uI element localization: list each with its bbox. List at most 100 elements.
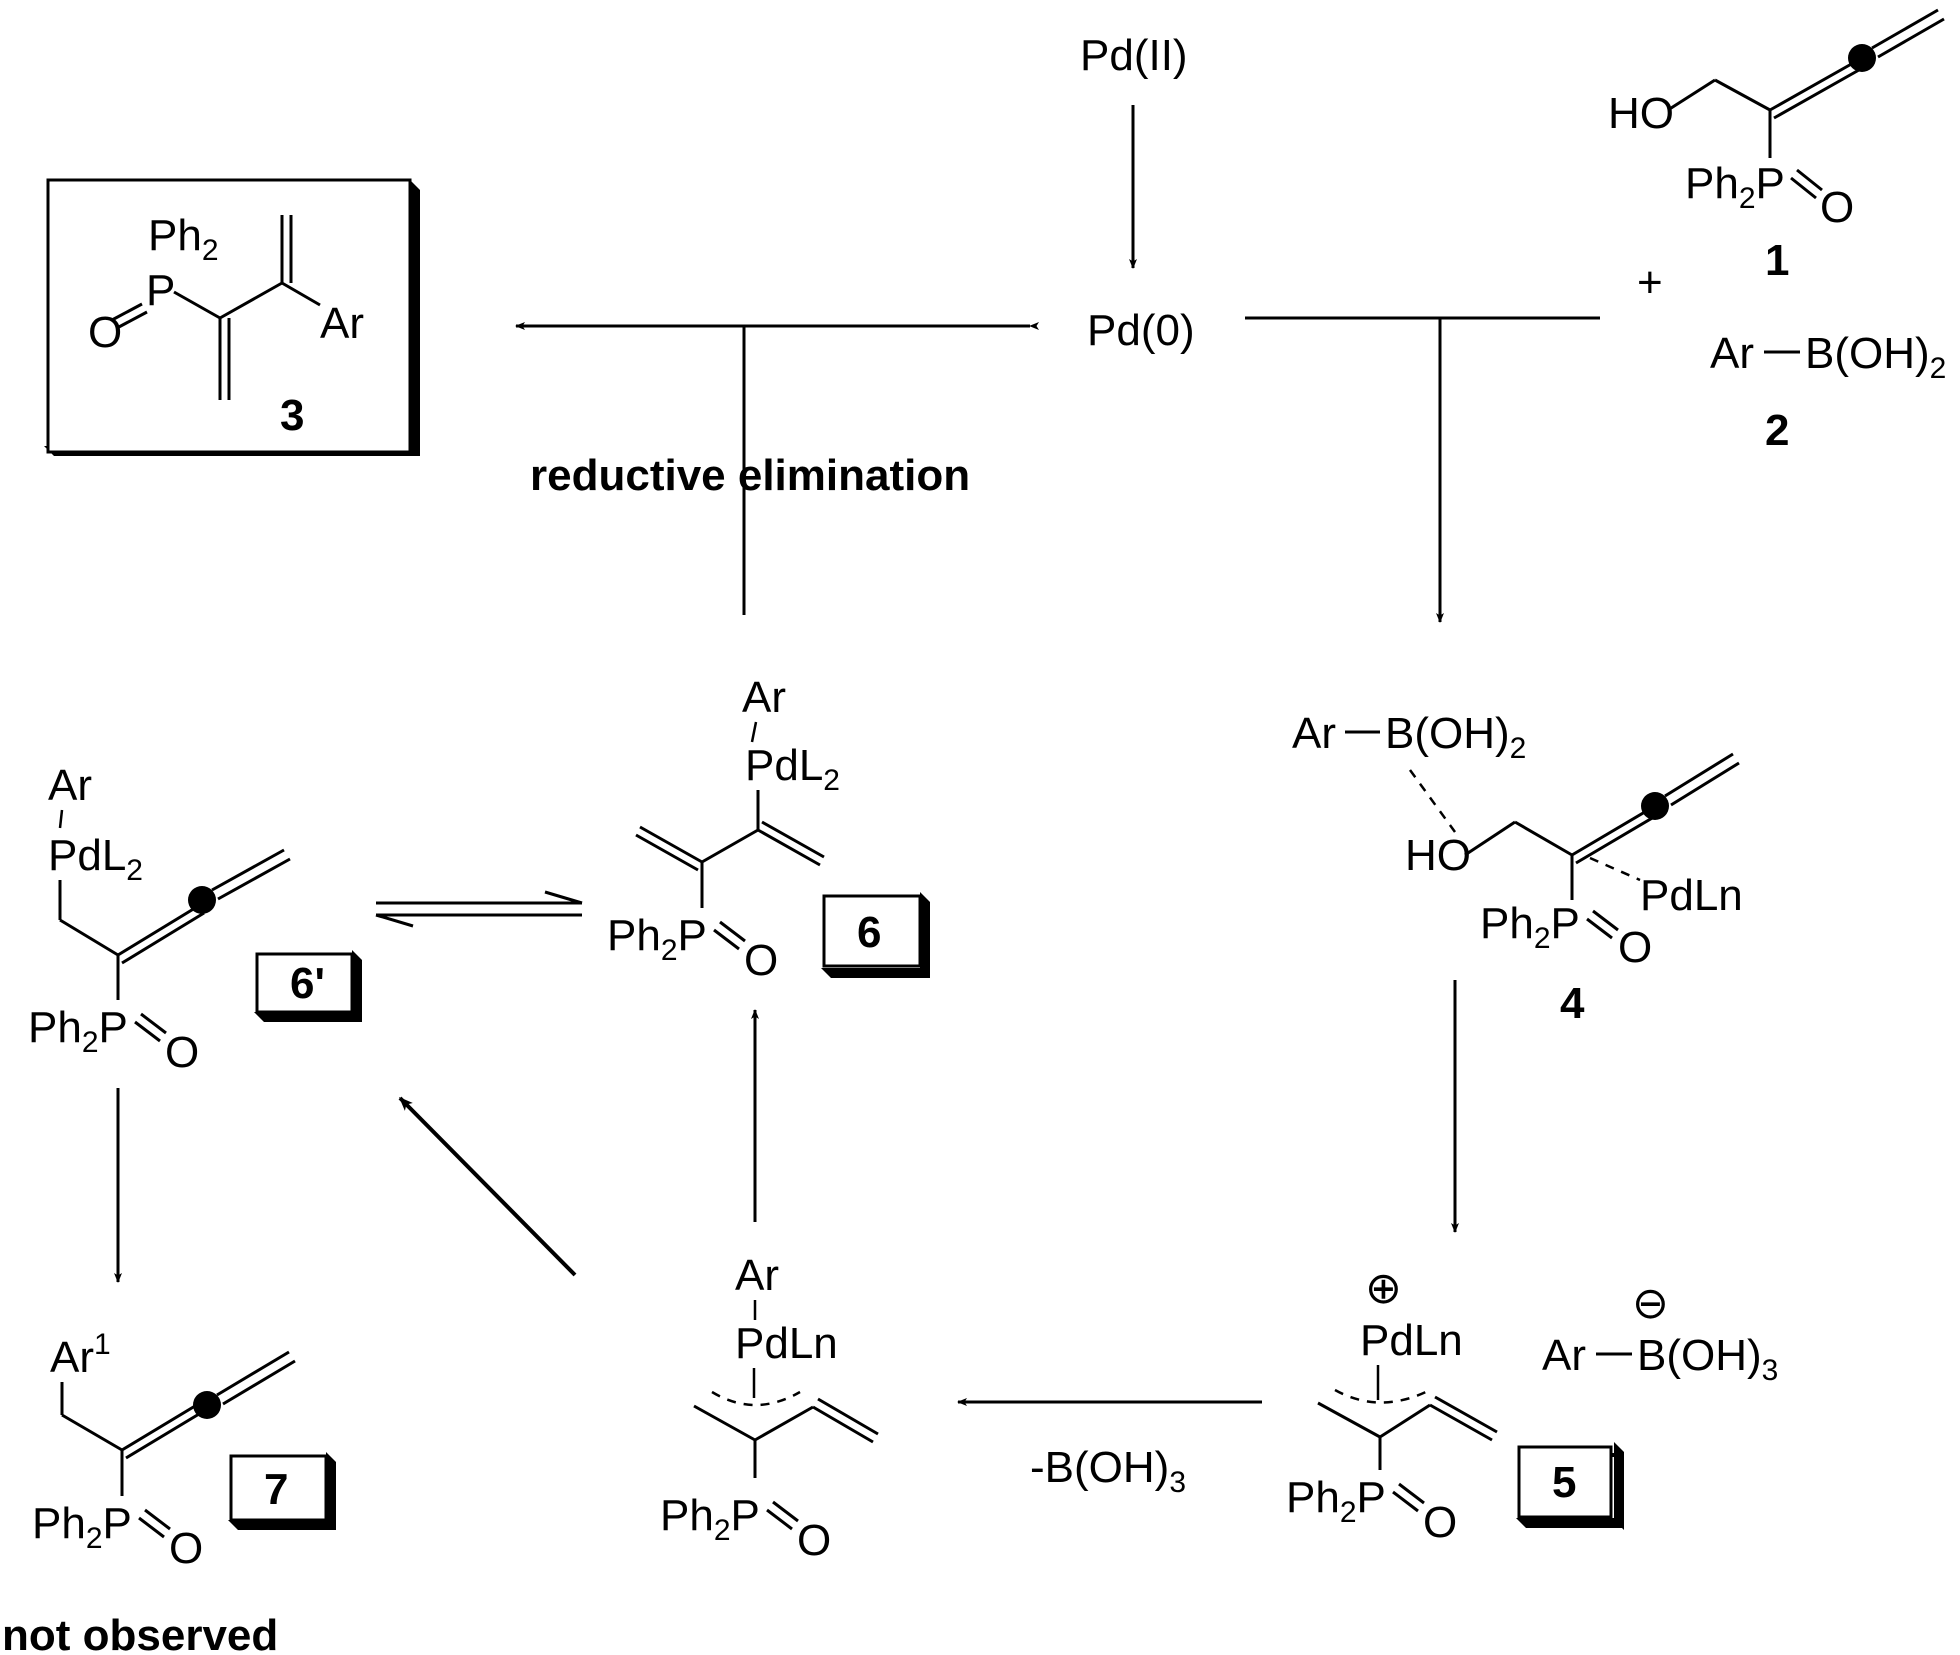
reductive-elimination-label: reductive elimination — [530, 451, 970, 500]
hydroxyl-label: HO — [1608, 89, 1674, 138]
aryl-label: Ar — [735, 1251, 779, 1300]
oxygen-label: O — [165, 1028, 199, 1077]
product-3: Ph2 P O Ar 3 — [44, 178, 420, 456]
phosphorus-label: P — [678, 911, 707, 960]
phenyl-subscript: 2 — [82, 1026, 99, 1059]
aryl-label: Ar — [1292, 709, 1336, 758]
allene-carbon-dot — [193, 1391, 221, 1419]
aryl-label: Ar — [50, 1333, 94, 1382]
compound-7: Ar1 Ph2P O 7 not observed — [2, 1328, 336, 1655]
svg-text:PdL2: PdL2 — [48, 831, 143, 887]
palladium-subscript: 2 — [823, 764, 840, 797]
pd-coordination-bond — [1589, 856, 1641, 882]
svg-text:-B(OH)3: -B(OH)3 — [1030, 1443, 1186, 1499]
boronic-subscript: 2 — [1510, 732, 1527, 765]
reactant-2: Ar B(OH)2 2 — [1710, 329, 1946, 455]
aryl-label: Ar — [48, 761, 92, 810]
oxygen-label: O — [797, 1516, 831, 1565]
label-box-5 — [1517, 1445, 1613, 1519]
svg-text:Ph2P: Ph2P — [1480, 899, 1580, 955]
complex-6: Ar PdL2 Ph2P O 6 — [607, 673, 930, 985]
compound-6-prime-label: 6' — [290, 959, 325, 1008]
aryl-label: Ar — [1542, 1331, 1586, 1380]
phenyl-label: Ph — [660, 1491, 714, 1540]
oxygen-label: O — [1820, 183, 1854, 232]
phosphorus-label: P — [1357, 1473, 1386, 1522]
phosphorus-label: P — [1756, 159, 1785, 208]
phenyl-subscript: 2 — [1340, 1496, 1357, 1529]
palladium-label: PdLn — [1360, 1316, 1463, 1365]
borate-subscript: 3 — [1762, 1354, 1779, 1387]
palladium-label: PdL — [48, 831, 126, 880]
phenyl-label: Ph — [32, 1499, 86, 1548]
boric-acid-subscript: 3 — [1169, 1466, 1186, 1499]
palladium-label: PdLn — [735, 1319, 838, 1368]
complex-5: ⊕ PdLn Ph2P O ⊖ Ar B(OH)3 5 — [1286, 1264, 1778, 1547]
compound-7-label: 7 — [264, 1465, 288, 1514]
boronic-group-label: B(OH) — [1385, 709, 1510, 758]
label-box-6-prime — [255, 952, 354, 1014]
product-box — [46, 178, 412, 454]
oxygen-label: O — [744, 936, 778, 985]
svg-text:B(OH)2: B(OH)2 — [1805, 329, 1946, 385]
allene-carbon-dot — [1641, 792, 1669, 820]
svg-text:Ph2P: Ph2P — [1286, 1473, 1386, 1529]
palladium-label: PdLn — [1640, 871, 1743, 920]
phenyl-subscript: 2 — [86, 1522, 103, 1555]
phosphorus-label: P — [1551, 899, 1580, 948]
svg-text:B(OH)2: B(OH)2 — [1385, 709, 1526, 765]
phenyl-label: Ph — [28, 1003, 82, 1052]
complex-6-prime: Ar PdL2 Ph2P O 6' — [28, 761, 362, 1077]
phosphorus-label: P — [731, 1491, 760, 1540]
phenyl-label: Ph — [1480, 899, 1534, 948]
pd-0-label: Pd(0) — [1087, 306, 1195, 355]
phenyl-label: Ph — [148, 211, 202, 260]
palladium-subscript: 2 — [126, 854, 143, 887]
plus-sign: + — [1637, 258, 1663, 307]
svg-text:Ar1: Ar1 — [50, 1328, 111, 1382]
label-box-6 — [822, 894, 922, 968]
svg-text:Ph2P: Ph2P — [1685, 159, 1785, 215]
equilibrium-reverse-head — [375, 913, 414, 928]
svg-text:Ph2P: Ph2P — [32, 1499, 132, 1555]
compound-4-label: 4 — [1560, 979, 1585, 1028]
aryl-label: Ar — [742, 673, 786, 722]
aryl-superscript: 1 — [94, 1328, 111, 1361]
compound-3-label: 3 — [280, 391, 304, 440]
compound-1-label: 1 — [1765, 236, 1789, 285]
svg-text:Ph2: Ph2 — [148, 211, 219, 267]
svg-text:Ph2P: Ph2P — [660, 1491, 760, 1547]
pd-ii-label: Pd(II) — [1080, 31, 1188, 80]
boron-oxygen-interaction — [1408, 769, 1457, 833]
oxygen-label: O — [88, 308, 122, 357]
allene-carbon-dot — [188, 886, 216, 914]
svg-text:Ph2P: Ph2P — [28, 1003, 128, 1059]
pi-allyl-arc — [711, 1390, 801, 1407]
reactant-1: HO Ph2P O 1 — [1608, 8, 1945, 285]
phenyl-subscript: 2 — [714, 1514, 731, 1547]
oxygen-label: O — [1423, 1498, 1457, 1547]
arrow-mid-to-6prime — [398, 1096, 577, 1277]
oxygen-label: O — [1618, 923, 1652, 972]
aryl-label: Ar — [1710, 329, 1754, 378]
phosphorus-label: P — [99, 1003, 128, 1052]
phosphorus-label: P — [146, 266, 175, 315]
aryl-label: Ar — [320, 299, 364, 348]
compound-5-label: 5 — [1552, 1458, 1576, 1507]
hydroxyl-label: HO — [1405, 831, 1471, 880]
label-box-7 — [229, 1454, 328, 1522]
phenyl-subscript: 2 — [1534, 922, 1551, 955]
phenyl-label: Ph — [1286, 1473, 1340, 1522]
svg-text:PdL2: PdL2 — [745, 741, 840, 797]
pi-allyl-arc — [1334, 1388, 1431, 1404]
palladium-label: PdL — [745, 741, 823, 790]
compound-6-label: 6 — [857, 908, 881, 957]
phenyl-subscript: 2 — [661, 934, 678, 967]
svg-text:Ph2P: Ph2P — [607, 911, 707, 967]
anionic-charge: ⊖ — [1632, 1279, 1669, 1328]
phenyl-label: Ph — [1685, 159, 1739, 208]
phosphorus-label: P — [103, 1499, 132, 1548]
oxygen-label: O — [169, 1524, 203, 1573]
boronic-group-label: B(OH) — [1805, 329, 1930, 378]
